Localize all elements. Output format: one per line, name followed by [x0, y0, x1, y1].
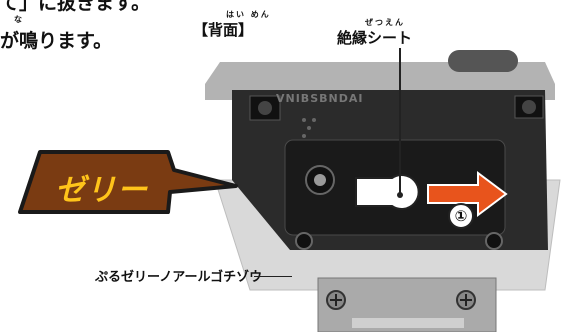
insulation-sheet-ruby: ぜつえん: [365, 18, 405, 27]
instruction-line-2: が鳴ります。: [0, 30, 113, 52]
back-view-label: 【背面】: [193, 21, 254, 39]
instruction-ruby: な: [14, 15, 24, 24]
device-embossed-text: VNIBSBNDAI: [276, 92, 364, 105]
insulation-sheet: [355, 174, 420, 210]
instruction-line-1: て」に抜きます。: [0, 0, 151, 14]
insulation-sheet-label: 絶縁シート: [337, 29, 413, 47]
back-view-ruby: はい めん: [226, 10, 271, 19]
jelly-label: ゼリー: [55, 173, 148, 208]
top-button: [448, 50, 518, 72]
jelly-bubble: [18, 150, 238, 214]
left-port: [249, 95, 281, 121]
bottom-label-leader-line: [254, 276, 292, 277]
bottom-gadget-slot: [352, 318, 464, 328]
step-number: ①: [448, 203, 474, 229]
bottom-part-label: ぷるゼリーノアールゴチゾウ: [95, 270, 263, 285]
pull-arrow: [427, 171, 508, 217]
